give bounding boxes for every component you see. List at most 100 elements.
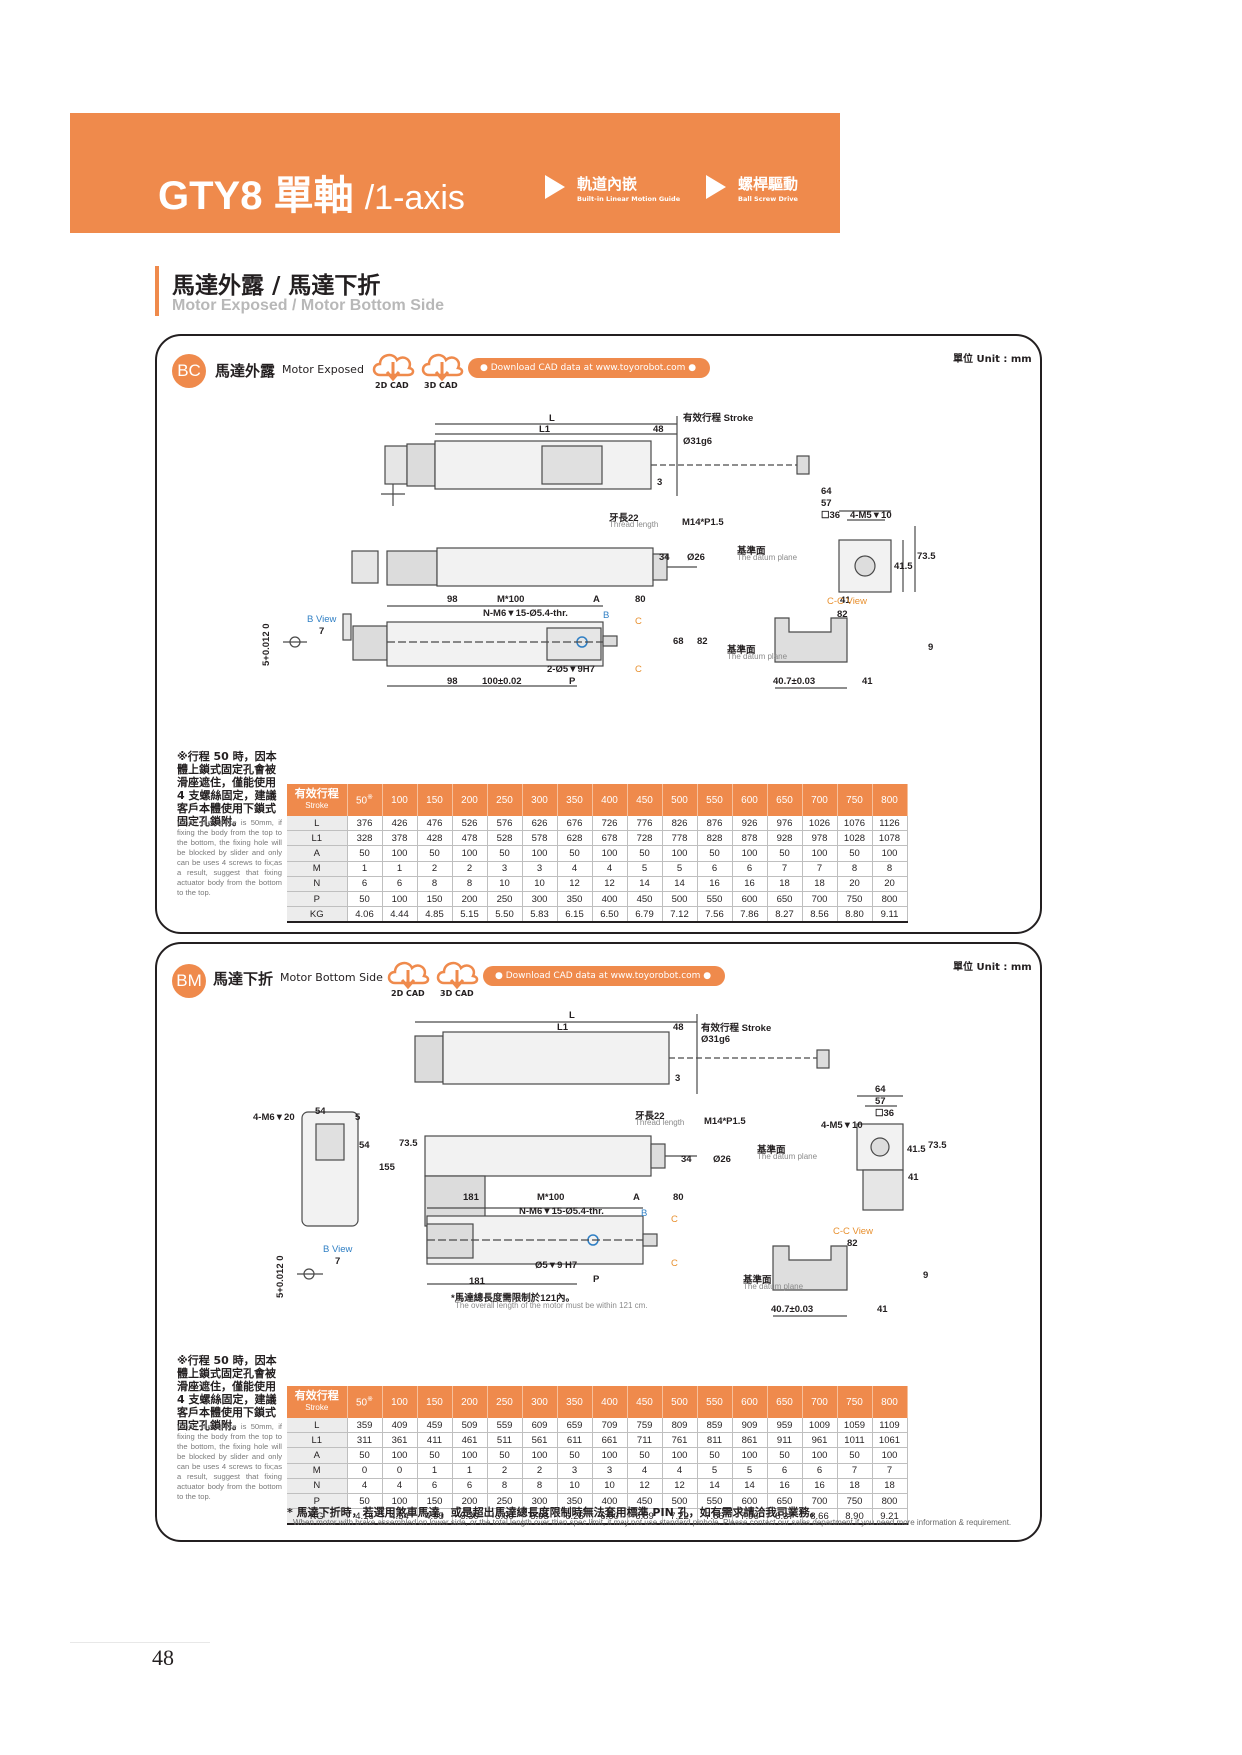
row-label: KG xyxy=(287,906,348,924)
cc-9: 9 xyxy=(928,642,934,653)
cad-3d-label[interactable]: 3D CAD xyxy=(440,989,474,998)
table-cell: 576 xyxy=(487,816,523,832)
dim-thread: M14*P1.5 xyxy=(704,1116,746,1127)
table-cell: 450 xyxy=(627,891,663,908)
table-cell: 400 xyxy=(592,891,628,908)
row-label: P xyxy=(287,1493,348,1510)
footnote-zh: * 馬達下折時，若選用煞車馬達，或是超出馬達總長度限制時無法套用標準 PIN 孔… xyxy=(287,1506,821,1519)
table-cell: 1011 xyxy=(837,1432,873,1449)
cad-2d-label[interactable]: 2D CAD xyxy=(375,381,409,390)
stroke-value: 50 xyxy=(356,1397,368,1409)
table-cell: 100 xyxy=(732,845,768,862)
mark-c-bottom: C xyxy=(635,664,642,675)
technical-drawing xyxy=(297,1014,904,1317)
dim-P: P xyxy=(569,676,576,687)
cc-40-7: 40.7±0.03 xyxy=(771,1304,814,1315)
table-cell: 600 xyxy=(732,1493,768,1510)
table-cell: 12 xyxy=(557,876,593,892)
table-cell: 6.79 xyxy=(627,906,663,924)
cloud-download-icon[interactable] xyxy=(370,348,416,382)
dim-64: 64 xyxy=(875,1084,886,1095)
stroke-column-header: 200 xyxy=(452,784,488,816)
unit-label: 單位 Unit : mm xyxy=(953,354,1032,365)
datum-en: The datum plane xyxy=(737,553,798,562)
cc-82: 82 xyxy=(847,1238,858,1249)
table-cell: 100 xyxy=(872,845,908,862)
table-cell: 100 xyxy=(522,845,558,862)
stroke-column-header: 750 xyxy=(837,1386,873,1418)
stroke-value: 650 xyxy=(776,794,793,806)
table-cell: 5 xyxy=(662,861,698,877)
table-cell: 250 xyxy=(487,891,523,908)
page-number: 48 xyxy=(152,1645,174,1670)
stroke-value: 200 xyxy=(461,1396,478,1408)
table-cell: 361 xyxy=(382,1432,418,1449)
stroke-value: 150 xyxy=(426,794,443,806)
table-cell: 150 xyxy=(417,891,453,908)
dim-n-m6: N-M6▼15-Ø5.4-thr. xyxy=(519,1206,604,1217)
dim-36: ☐36 xyxy=(875,1108,895,1119)
table-cell: 1 xyxy=(347,861,383,877)
table-cell: 100 xyxy=(382,1493,418,1510)
unit-label: 單位 Unit : mm xyxy=(953,962,1032,973)
stroke-column-header: 550 xyxy=(697,784,733,816)
stroke-value: 300 xyxy=(531,1396,548,1408)
stroke-note-en: When the stroke is 50mm, if fixing the b… xyxy=(177,1422,282,1501)
cloud-download-icon[interactable] xyxy=(385,956,431,990)
cloud-download-icon[interactable] xyxy=(434,956,480,990)
stroke-column-header: 400 xyxy=(592,1386,628,1418)
table-cell: 800 xyxy=(872,891,908,908)
table-cell: 50 xyxy=(417,1447,453,1464)
stroke-column-header: 500 xyxy=(662,784,698,816)
cc-41: 41 xyxy=(862,676,873,687)
table-cell: 6.60 xyxy=(592,1508,628,1526)
stroke-value: 800 xyxy=(881,1396,898,1408)
table-cell: 4.16 xyxy=(347,1508,383,1526)
stroke-column-header: 800 xyxy=(872,784,908,816)
panel-title-zh: 馬達下折 xyxy=(213,970,274,988)
table-cell: 726 xyxy=(592,816,628,832)
cad-3d-label[interactable]: 3D CAD xyxy=(424,381,458,390)
stroke-note-mark: ※ xyxy=(367,794,373,802)
download-cad-link[interactable]: ● Download CAD data at www.toyorobot.com… xyxy=(468,358,711,378)
stroke-column-header: 300 xyxy=(522,1386,558,1418)
table-cell: 828 xyxy=(697,830,733,847)
panel-title-zh: 馬達外露 xyxy=(215,362,276,380)
table-cell: 50 xyxy=(697,845,733,862)
tag-linear-guide: 軌道內嵌 Built-in Linear Motion Guide xyxy=(545,173,695,213)
stroke-column-header: 50※ xyxy=(347,1386,383,1418)
row-label: M xyxy=(287,1463,348,1479)
table-cell: 500 xyxy=(662,1493,698,1510)
dim-34: 34 xyxy=(659,552,670,563)
table-cell: 50 xyxy=(557,1447,593,1464)
dim-155: 155 xyxy=(379,1162,395,1173)
cad-2d-label[interactable]: 2D CAD xyxy=(391,989,425,998)
row-label: L1 xyxy=(287,830,348,847)
table-cell: 750 xyxy=(837,891,873,908)
table-cell: 826 xyxy=(662,816,698,832)
download-cad-link[interactable]: ● Download CAD data at www.toyorobot.com… xyxy=(483,966,726,986)
panel-motor-bottom-side: 單位 Unit : mm BM 馬達下折 Motor Bottom Side 2… xyxy=(155,942,1042,1542)
panel-title-en: Motor Exposed xyxy=(282,363,364,376)
table-cell: 8.66 xyxy=(802,1508,838,1526)
table-cell: 50 xyxy=(417,845,453,862)
b-view-7: 7 xyxy=(319,626,325,637)
dim-73-5: 73.5 xyxy=(928,1140,947,1151)
table-cell: 5.30 xyxy=(452,1508,488,1526)
table-cell: 50 xyxy=(627,845,663,862)
table-cell: 10 xyxy=(487,876,523,892)
table-cell: 50 xyxy=(837,1447,873,1464)
table-cell: 311 xyxy=(347,1432,383,1449)
technical-drawing xyxy=(283,416,916,689)
cloud-download-icon[interactable] xyxy=(419,348,465,382)
table-cell: 100 xyxy=(662,1447,698,1464)
stroke-label: 有效行程 Stroke xyxy=(701,1023,772,1034)
table-cell: 100 xyxy=(382,891,418,908)
dim-48: 48 xyxy=(653,424,664,435)
stroke-value: 600 xyxy=(741,1396,758,1408)
stroke-header-en: Stroke xyxy=(305,801,329,810)
stroke-column-header: 200 xyxy=(452,1386,488,1418)
dim-82: 82 xyxy=(697,636,708,647)
table-cell: 16 xyxy=(767,1478,803,1494)
